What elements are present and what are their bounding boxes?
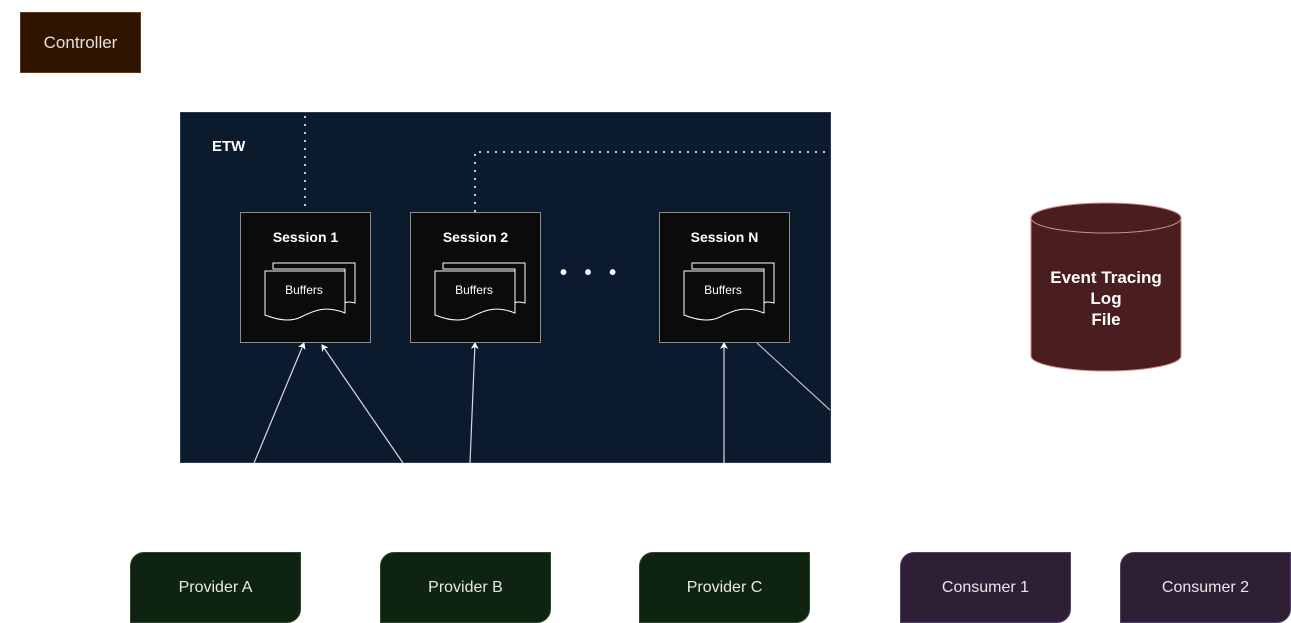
- session-1[interactable]: Session 1 Buffers: [240, 212, 371, 343]
- buffers-icon: [683, 262, 775, 321]
- session-title: Session 2: [442, 229, 509, 245]
- log-file-line: Log: [1090, 289, 1122, 308]
- provider-label: Provider B: [428, 578, 503, 596]
- provider-b[interactable]: Provider B: [380, 552, 551, 623]
- log-file-line: File: [1091, 310, 1121, 329]
- session-2[interactable]: Session 2 Buffers: [410, 212, 541, 343]
- session-n[interactable]: Session N Buffers: [659, 212, 790, 343]
- arrow-provider-a-session-1: [253, 342, 306, 464]
- ellipsis: • • •: [560, 262, 623, 284]
- buffers-label: Buffers: [455, 283, 493, 297]
- arrow-provider-b-session-2: [469, 342, 479, 464]
- buffers-icon: [434, 262, 526, 321]
- log-file-label: Event Tracing Log File: [1030, 267, 1182, 330]
- buffers-label: Buffers: [704, 283, 742, 297]
- line-session-n-out: [756, 342, 831, 411]
- provider-label: Provider C: [686, 578, 763, 596]
- consumer-1[interactable]: Consumer 1: [900, 552, 1071, 623]
- etw-label: ETW: [212, 138, 246, 155]
- log-file-line: Event Tracing: [1050, 268, 1162, 287]
- session-title: Session 1: [272, 229, 339, 245]
- control-line-session-2: [474, 151, 830, 212]
- consumer-2[interactable]: Consumer 2: [1120, 552, 1291, 623]
- provider-c[interactable]: Provider C: [639, 552, 810, 623]
- controller-node[interactable]: Controller: [20, 12, 141, 73]
- consumer-label: Consumer 2: [1161, 578, 1250, 596]
- buffers-icon: [264, 262, 356, 321]
- log-file-cylinder-icon[interactable]: [1028, 200, 1184, 376]
- controller-label: Controller: [43, 32, 118, 52]
- buffers-label: Buffers: [285, 283, 323, 297]
- arrow-provider-b-session-1: [321, 344, 404, 464]
- session-title: Session N: [690, 229, 759, 245]
- consumer-label: Consumer 1: [941, 578, 1030, 596]
- provider-a[interactable]: Provider A: [130, 552, 301, 623]
- provider-label: Provider A: [178, 578, 253, 596]
